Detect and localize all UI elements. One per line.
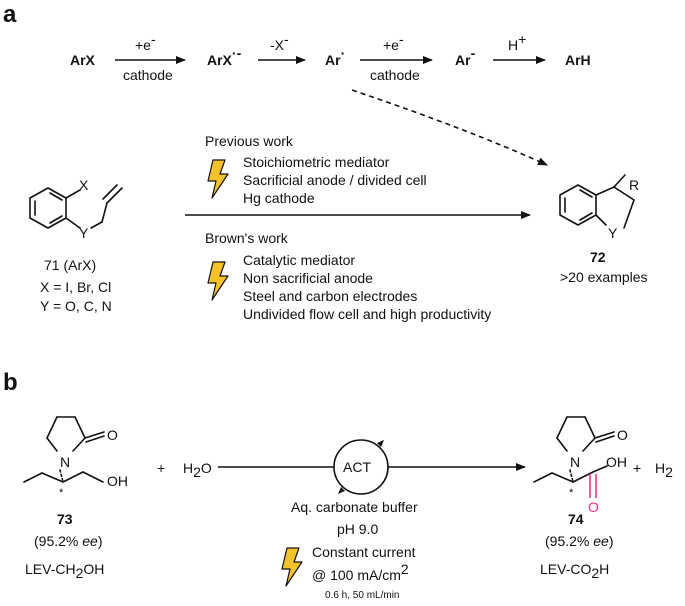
- product-name: LEV-CO2H: [540, 561, 609, 581]
- substrate-x-atom: X: [79, 177, 89, 193]
- product-examples: >20 examples: [560, 269, 648, 285]
- reactant-73-structure: [23, 416, 105, 483]
- lightning-icon: [207, 261, 229, 301]
- step2-reagent: -X-: [270, 31, 289, 53]
- condition-ph: pH 9.0: [337, 521, 378, 537]
- reactant-name: LEV-CH2OH: [25, 561, 104, 581]
- previous-work-item: Sacrificial anode / divided cell: [243, 172, 427, 188]
- product-y-atom: Y: [608, 225, 618, 241]
- step3-reagent: +e-: [383, 31, 404, 53]
- species-aryl-radical: Ar·: [325, 45, 345, 68]
- cycle-arrowhead: [377, 440, 384, 447]
- reactant-n-atom: N: [60, 454, 70, 470]
- species-arh: ArH: [565, 52, 591, 68]
- step1-condition: cathode: [123, 67, 173, 83]
- browns-work-item: Non sacrificial anode: [243, 270, 373, 286]
- reactant-o-atom: O: [107, 427, 118, 443]
- product-oh-group: OH: [606, 454, 627, 470]
- catalyst-label: ACT: [343, 459, 371, 475]
- browns-work-item: Catalytic mediator: [243, 252, 355, 268]
- cyclization-dashed-arrow: [351, 89, 548, 166]
- lightning-icon: [207, 159, 229, 199]
- cycle-arrowhead: [338, 487, 345, 494]
- previous-work-item: Stoichiometric mediator: [243, 154, 390, 170]
- product-ee: (95.2% ee): [545, 533, 614, 549]
- browns-work-item: Undivided flow cell and high productivit…: [243, 306, 491, 322]
- water-reagent: H2O: [183, 460, 212, 480]
- lightning-icon: [281, 547, 303, 587]
- panel-b-label: b: [3, 369, 18, 396]
- browns-work-item: Steel and carbon electrodes: [243, 288, 417, 304]
- product-74-structure: [533, 416, 615, 498]
- substrate-y-definition: Y = O, C, N: [40, 298, 112, 314]
- product-72-structure: [559, 174, 635, 229]
- previous-work-item: Hg cathode: [243, 190, 315, 206]
- species-radical-anion: ArX·-: [207, 45, 242, 68]
- species-aryl-anion: Ar-: [455, 45, 476, 68]
- step3-condition: cathode: [370, 67, 420, 83]
- condition-current-density: @ 100 mA/cm2: [312, 561, 409, 583]
- species-arx: ArX: [70, 52, 96, 68]
- condition-time-flow: 0.6 h, 50 mL/min: [325, 590, 399, 601]
- plus-sign: +: [633, 460, 641, 476]
- catalytic-cycle-circle: [333, 439, 389, 495]
- stereocenter-marker: *: [59, 487, 64, 499]
- reactant-oh-group: OH: [107, 473, 128, 489]
- mechanism-row: ArX +e- cathode ArX·- -X- Ar· +e- cathod…: [70, 31, 591, 83]
- product-number: 74: [568, 511, 584, 527]
- step1-reagent: +e-: [135, 31, 156, 53]
- substrate-number: 71 (ArX): [44, 257, 96, 273]
- product-carbonyl-o: O: [588, 499, 599, 515]
- hydrogen-product: H2: [655, 460, 673, 480]
- product-n-atom: N: [570, 454, 580, 470]
- product-o-atom: O: [617, 427, 628, 443]
- stereocenter-marker: *: [569, 487, 574, 499]
- reactant-ee: (95.2% ee): [34, 533, 103, 549]
- condition-current: Constant current: [312, 544, 416, 560]
- panel-a-label: a: [3, 1, 17, 28]
- substrate-71-structure: [29, 184, 123, 229]
- condition-buffer: Aq. carbonate buffer: [291, 499, 418, 515]
- plus-sign: +: [157, 460, 165, 476]
- reactant-number: 73: [57, 511, 73, 527]
- previous-work-title: Previous work: [205, 133, 294, 149]
- substrate-y-atom: Y: [79, 225, 89, 241]
- substrate-x-definition: X = I, Br, Cl: [40, 279, 111, 295]
- browns-work-title: Brown's work: [205, 230, 289, 246]
- step4-reagent: H+: [508, 31, 526, 53]
- product-number: 72: [590, 249, 606, 265]
- product-r-group: R: [629, 177, 639, 193]
